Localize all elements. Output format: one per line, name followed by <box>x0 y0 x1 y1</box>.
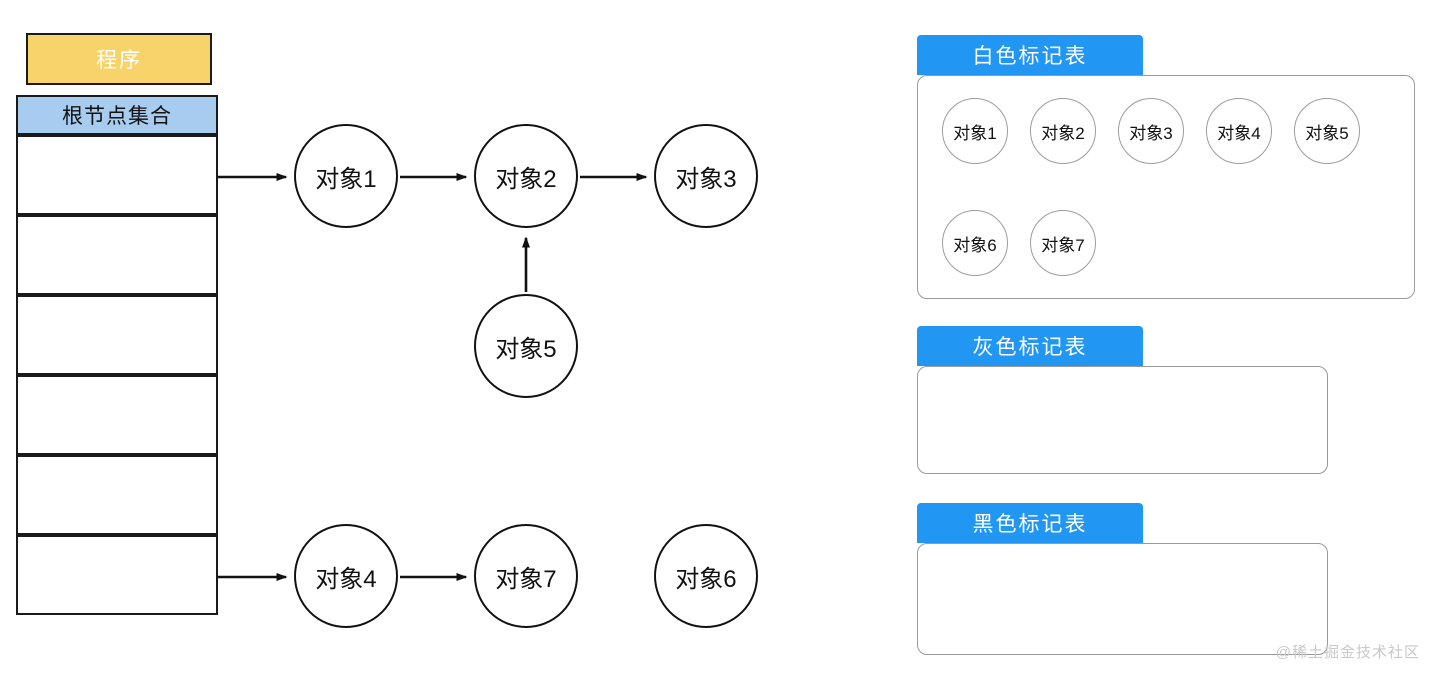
root-slot-6[interactable] <box>16 535 218 615</box>
watermark: @稀土掘金技术社区 <box>1275 644 1420 661</box>
graph-node-obj3[interactable]: 对象3 <box>654 124 758 228</box>
gray-table-tab[interactable]: 灰色标记表 <box>917 326 1143 366</box>
graph-node-obj2[interactable]: 对象2 <box>474 124 578 228</box>
white-table-tab[interactable]: 白色标记表 <box>917 35 1143 75</box>
gray-table-body <box>917 366 1328 474</box>
white-table-item[interactable]: 对象4 <box>1206 98 1272 164</box>
root-slot-1[interactable] <box>16 135 218 215</box>
graph-node-obj1[interactable]: 对象1 <box>294 124 398 228</box>
root-slot-5[interactable] <box>16 455 218 535</box>
white-table-item[interactable]: 对象3 <box>1118 98 1184 164</box>
white-table-body: 对象1 对象2 对象3 对象4 对象5 对象6 对象7 <box>917 75 1415 299</box>
root-slot-4[interactable] <box>16 375 218 455</box>
root-slot-3[interactable] <box>16 295 218 375</box>
root-set-header: 根节点集合 <box>16 95 218 135</box>
graph-node-obj6[interactable]: 对象6 <box>654 524 758 628</box>
black-table-tab[interactable]: 黑色标记表 <box>917 503 1143 543</box>
white-table-item[interactable]: 对象6 <box>942 210 1008 276</box>
white-table-item[interactable]: 对象7 <box>1030 210 1096 276</box>
white-table-item[interactable]: 对象1 <box>942 98 1008 164</box>
graph-node-obj7[interactable]: 对象7 <box>474 524 578 628</box>
graph-node-obj4[interactable]: 对象4 <box>294 524 398 628</box>
white-table-item[interactable]: 对象5 <box>1294 98 1360 164</box>
black-table-body <box>917 543 1328 655</box>
program-box: 程序 <box>26 33 212 85</box>
root-slot-2[interactable] <box>16 215 218 295</box>
white-table-item[interactable]: 对象2 <box>1030 98 1096 164</box>
graph-node-obj5[interactable]: 对象5 <box>474 294 578 398</box>
